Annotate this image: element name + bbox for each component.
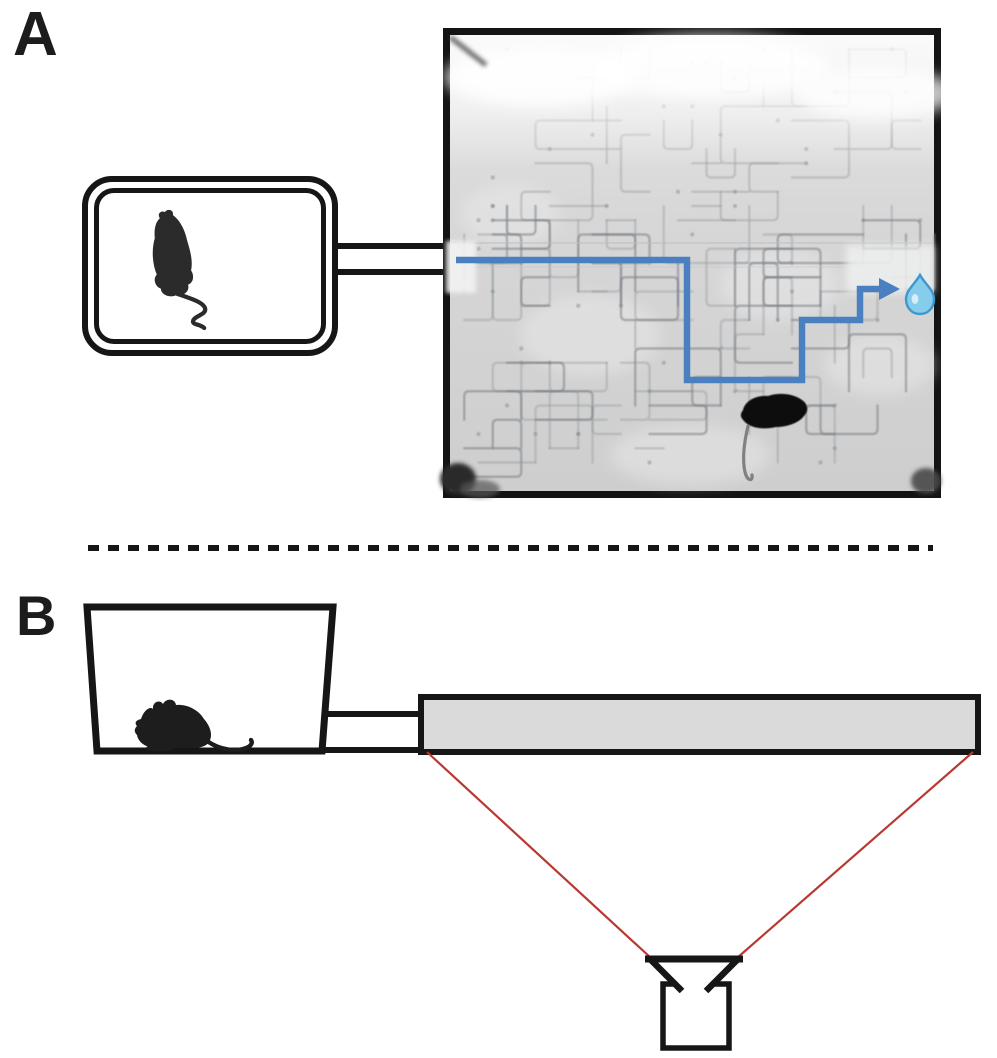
- path-arrowhead: [879, 278, 900, 300]
- panel-b-label: B: [16, 584, 57, 647]
- home-cage-inner-wall: [94, 188, 326, 344]
- maze-photo-image: [440, 35, 955, 498]
- mouse-top-view-icon: [152, 209, 208, 331]
- home-cage-box: [82, 176, 338, 356]
- camera-fov-line-left: [426, 751, 652, 959]
- panel-separator-dashed-line: [88, 545, 933, 551]
- mouse-side-view-icon: [134, 699, 254, 753]
- corridor-a-bottom-wall: [336, 269, 449, 275]
- camera-fov-line-right: [736, 751, 974, 959]
- corridor-a-top-wall: [336, 243, 449, 249]
- solution-path: [456, 256, 881, 384]
- maze-mouse-icon: [740, 393, 808, 482]
- panel-a-label: A: [13, 0, 58, 69]
- maze-photo-frame: [440, 28, 955, 498]
- panel-b-diagram: [83, 603, 981, 1051]
- water-droplet-icon: [904, 272, 936, 316]
- maze-side-view-bar: [418, 694, 981, 755]
- camera-icon: [645, 955, 743, 1051]
